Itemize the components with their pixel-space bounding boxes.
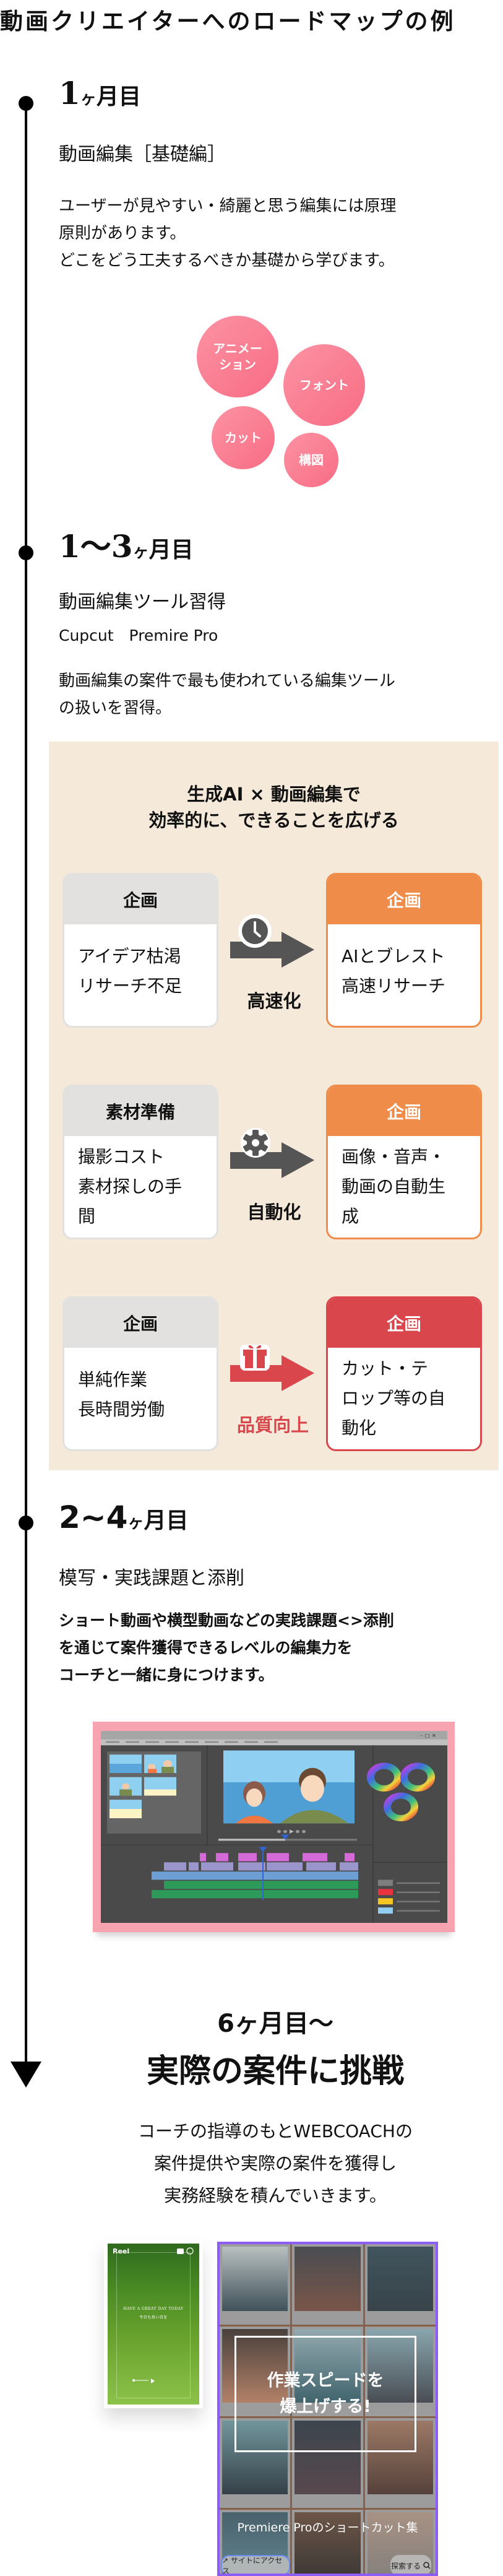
timeline-line <box>25 103 27 2066</box>
step-2-heading: 1〜3ヶ月目 <box>59 528 194 565</box>
after-card-auto-edit: 企画 カット・テ ロップ等の自 動化 <box>326 1296 482 1451</box>
svg-text:– □ ✕: – □ ✕ <box>420 1733 436 1738</box>
step-1-subtitle: 動画編集［基礎編］ <box>59 144 226 165</box>
thumbnail-caption: Premiere Proのショートカット集 <box>237 2521 418 2535</box>
after-card-planning: 企画 AIとブレスト 高速リサーチ <box>326 873 482 1028</box>
before-card-material: 素材準備 撮影コスト 素材探しの手 間 <box>62 1085 218 1239</box>
timeline-arrowhead-icon <box>11 2062 41 2088</box>
reel-label: Reel <box>113 2247 130 2255</box>
effect-label-quality: 品質向上 <box>236 1415 309 1436</box>
before-card-labor: 企画 単純作業 長時間労働 <box>62 1296 218 1451</box>
bubble-cut: カット <box>212 406 275 469</box>
page-title: 動画クリエイターへのロードマップの例 <box>0 8 456 35</box>
camera-icon <box>177 2247 194 2255</box>
step-1-heading: 1ヶ月目 <box>59 75 141 111</box>
arrow-right-icon <box>230 1142 314 1178</box>
timeline-dot-1 <box>19 96 33 111</box>
ai-panel-heading: 生成AI × 動画編集で 効率的に、できることを広げる <box>148 784 399 831</box>
bubble-font: フォント <box>283 344 365 426</box>
effect-label-automation: 自動化 <box>247 1202 301 1223</box>
thumbnail-overlay: 作業スピードを 爆上げする! <box>234 2336 416 2452</box>
timeline-dot-3 <box>19 1516 33 1530</box>
thumbnail-sample-image: 作業スピードを 爆上げする! Premiere Proのショートカット集 ↗ サ… <box>217 2242 438 2576</box>
explore-button[interactable]: 探索する <box>390 2555 431 2574</box>
gear-icon <box>241 1128 270 1158</box>
step-3-subtitle: 模写・実践課題と添削 <box>59 1568 244 1589</box>
search-icon <box>423 2562 431 2569</box>
step-1-body: ユーザーが見やすい・綺麗と思う編集には原理 原則があります。 どこをどう工夫する… <box>59 197 397 270</box>
bubble-composition: 構図 <box>284 433 338 487</box>
visit-site-button[interactable]: ↗ サイトにアクセス <box>221 2555 290 2574</box>
final-heading: 実際の案件に挑戦 <box>146 2053 404 2090</box>
progress-play-icon <box>132 2379 155 2383</box>
before-card-planning: 企画 アイデア枯渇 リサーチ不足 <box>62 873 218 1028</box>
effect-label-speedup: 高速化 <box>247 991 301 1012</box>
timeline-dot-2 <box>19 545 33 560</box>
clock-icon <box>238 914 272 948</box>
arrow-right-icon <box>230 1355 314 1391</box>
step-2-subtitle: 動画編集ツール習得 <box>59 591 226 613</box>
video-editor-image: – □ ✕ <box>101 1731 447 1923</box>
gift-icon <box>240 1343 270 1371</box>
editor-illustration: – □ ✕ <box>93 1722 455 1932</box>
after-card-generation: 企画 画像・音声・ 動画の自動生 成 <box>326 1085 482 1239</box>
reel-sample-image: Reel HAVE A GREAT DAY TODAY 今日も良い日を <box>104 2240 203 2408</box>
final-body: コーチの指導のもとWEBCOACHの 案件提供や実際の案件を獲得し 実務経験を積… <box>138 2121 413 2206</box>
step-3-heading: 2~4ヶ月目 <box>59 1499 189 1535</box>
step-2-body: 動画編集の案件で最も使われている編集ツール の扱いを習得。 <box>59 672 395 718</box>
final-subheading: 6ヶ月目〜 <box>217 2010 333 2038</box>
step-2-tools: Cupcut Premire Pro <box>59 627 218 644</box>
step-3-body: ショート動画や横型動画などの実践課題<>添削 を通じて案件獲得できるレベルの編集… <box>59 1611 394 1684</box>
bubble-animation: アニメー ション <box>197 316 278 397</box>
